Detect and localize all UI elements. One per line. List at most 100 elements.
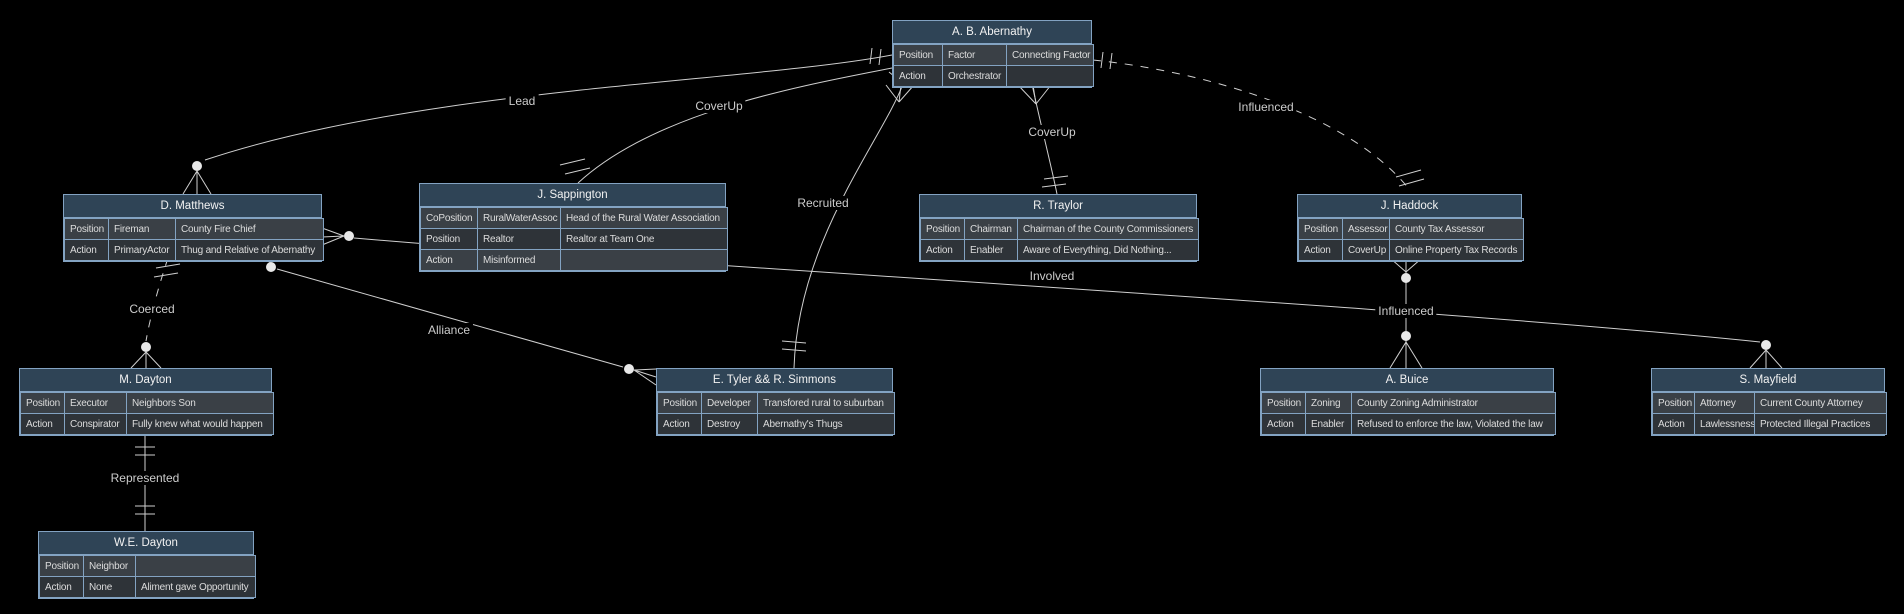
attr-key-cell: Action xyxy=(657,413,702,435)
attr-key-cell: Position xyxy=(1261,392,1306,414)
attr-type-cell: None xyxy=(83,576,136,598)
relationship-label-influenced: Influenced xyxy=(1375,304,1437,318)
relationship-label-coerced: Coerced xyxy=(126,302,178,316)
attr-type-cell: Neighbor xyxy=(83,555,136,577)
edge-coverup-traylor xyxy=(1017,83,1069,195)
attr-comment-cell: Abernathy's Thugs xyxy=(757,413,895,435)
attr-type-cell: Factor xyxy=(942,44,1007,66)
entity-title: J. Haddock xyxy=(1298,195,1521,218)
attr-key-cell: Action xyxy=(920,239,965,261)
attr-comment-cell: Transfored rural to suburban xyxy=(757,392,895,414)
attr-type-cell: Lawlessness xyxy=(1694,413,1755,435)
attr-key-cell: Position xyxy=(39,555,84,577)
edge-lead xyxy=(182,47,893,195)
attr-comment-cell: Realtor at Team One xyxy=(560,228,728,250)
entity-title: A. Buice xyxy=(1261,369,1553,392)
attr-key-cell: Position xyxy=(420,228,478,250)
attr-key-cell: Position xyxy=(657,392,702,414)
attr-type-cell: Fireman xyxy=(108,218,176,240)
attr-comment-cell: Refused to enforce the law, Violated the… xyxy=(1351,413,1556,435)
attr-type-cell: Enabler xyxy=(964,239,1018,261)
attr-type-cell: Zoning xyxy=(1305,392,1352,414)
attr-key-cell: Action xyxy=(39,576,84,598)
entity-title: J. Sappington xyxy=(420,184,725,207)
attr-comment-cell: County Tax Assessor xyxy=(1389,218,1524,240)
relationship-label-recruited: Recruited xyxy=(794,196,852,210)
attr-comment-cell: Chairman of the County Commissioners xyxy=(1017,218,1199,240)
attr-type-cell: PrimaryActor xyxy=(108,239,176,261)
attr-key-cell: Action xyxy=(1652,413,1695,435)
attr-comment-cell: Head of the Rural Water Association xyxy=(560,207,728,229)
entity-title: A. B. Abernathy xyxy=(893,21,1091,44)
attr-key-cell: Action xyxy=(420,249,478,271)
attr-comment-cell: Neighbors Son xyxy=(126,392,274,414)
attr-key-cell: Position xyxy=(893,44,943,66)
relationship-label-influenced: Influenced xyxy=(1235,100,1297,114)
attr-comment-cell: Online Property Tax Records xyxy=(1389,239,1524,261)
attr-type-cell: Destroy xyxy=(701,413,758,435)
attr-key-cell: Position xyxy=(20,392,65,414)
edge-coverup-sappington xyxy=(559,67,918,184)
relationship-label-represented: Represented xyxy=(107,471,183,485)
edge-influenced-haddock xyxy=(1092,51,1425,190)
relationship-label-coverup: CoverUp xyxy=(692,99,746,113)
attr-key-cell: Position xyxy=(1652,392,1695,414)
attr-type-cell: Attorney xyxy=(1694,392,1755,414)
attr-comment-cell: Aliment gave Opportunity xyxy=(135,576,256,598)
attr-type-cell: Enabler xyxy=(1305,413,1352,435)
entity-title: S. Mayfield xyxy=(1652,369,1884,392)
attr-key-cell: Action xyxy=(893,65,943,87)
attr-comment-cell xyxy=(135,555,256,577)
attr-key-cell: Action xyxy=(64,239,109,261)
attr-type-cell: Assessor xyxy=(1342,218,1390,240)
attr-type-cell: Executor xyxy=(64,392,127,414)
relationship-label-lead: Lead xyxy=(505,94,539,108)
attr-type-cell: RuralWaterAssoc xyxy=(477,207,561,229)
attr-type-cell: Developer xyxy=(701,392,758,414)
attr-comment-cell: County Fire Chief xyxy=(175,218,324,240)
attr-key-cell: Action xyxy=(20,413,65,435)
attr-key-cell: Position xyxy=(1298,218,1343,240)
entity-title: E. Tyler && R. Simmons xyxy=(657,369,892,392)
attr-comment-cell: Current County Attorney xyxy=(1754,392,1887,414)
attr-type-cell: Orchestrator xyxy=(942,65,1007,87)
attr-key-cell: Action xyxy=(1298,239,1343,261)
edge-influenced-buice xyxy=(1389,257,1423,369)
entity-title: R. Traylor xyxy=(920,195,1196,218)
edge-coerced xyxy=(130,257,181,369)
attr-type-cell: Chairman xyxy=(964,218,1018,240)
attr-comment-cell: Thug and Relative of Abernathy xyxy=(175,239,324,261)
